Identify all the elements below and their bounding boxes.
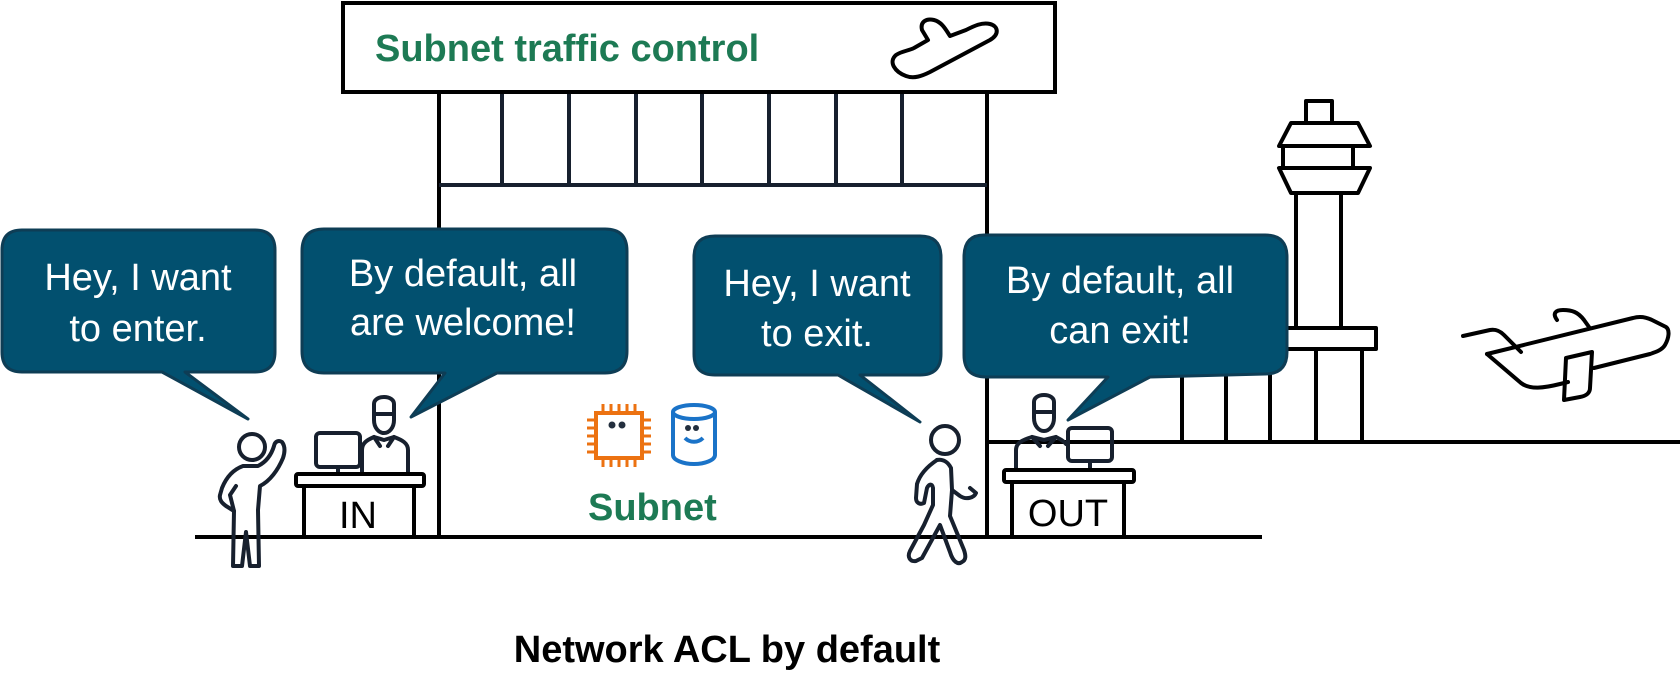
control-tower [1180, 99, 1378, 444]
airplane-takeoff-icon [1461, 308, 1671, 402]
person-walking-icon [906, 424, 978, 566]
bubble-out-reply-line-1: By default, all [1006, 260, 1234, 302]
speech-bubble-in-reply: By default, all are welcome! [300, 227, 629, 419]
subnet-group: Subnet [587, 403, 717, 529]
subnet-label: Subnet [588, 487, 717, 529]
monitor-icon [314, 431, 362, 476]
officer-icon [1014, 393, 1068, 472]
bubble-in-reply-line-2: are welcome! [350, 302, 576, 344]
speech-bubble-enter: Hey, I want to enter. [0, 228, 277, 421]
bubble-exit-line-1: Hey, I want [723, 263, 911, 305]
database-cylinder-icon [671, 403, 717, 467]
traffic-control-sign: Subnet traffic control [341, 1, 1057, 94]
building-columns [500, 94, 904, 185]
out-desk-label: OUT [1028, 493, 1108, 535]
diagram-caption: Network ACL by default [514, 629, 941, 671]
monitor-icon [1066, 426, 1114, 472]
officer-icon [360, 395, 410, 476]
in-desk-label: IN [339, 495, 377, 537]
speech-bubble-exit: Hey, I want to exit. [692, 234, 943, 424]
bubble-enter-line-2: to enter. [69, 308, 206, 350]
sign-title: Subnet traffic control [375, 28, 759, 70]
person-waving-icon [217, 432, 287, 568]
in-desk: IN [294, 395, 426, 539]
bubble-exit-line-2: to exit. [761, 313, 873, 355]
bubble-in-reply-line-1: By default, all [349, 253, 577, 295]
ec2-instance-chip-icon [587, 404, 651, 467]
bubble-out-reply-line-2: can exit! [1049, 310, 1191, 352]
bubble-enter-line-1: Hey, I want [44, 257, 232, 299]
out-desk: OUT [1002, 393, 1136, 539]
speech-bubble-out-reply: By default, all can exit! [962, 233, 1289, 422]
airplane-landing-icon [890, 17, 999, 80]
